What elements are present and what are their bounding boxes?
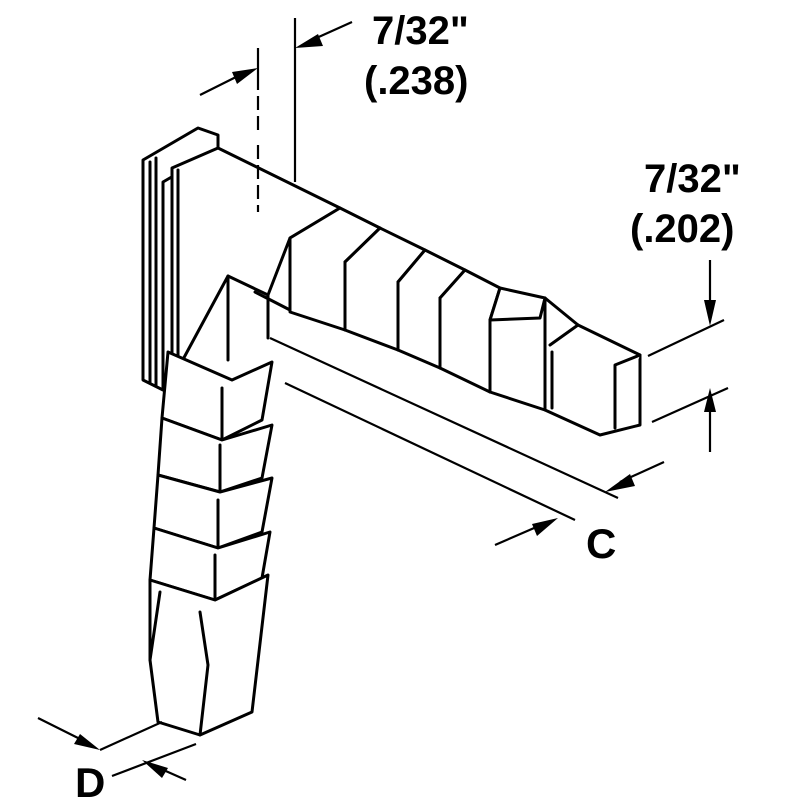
top-dimension-lines <box>199 18 353 212</box>
right-decimal-label: (.202) <box>630 207 735 251</box>
horizontal-ribbed-leg <box>288 206 642 437</box>
vertical-ribbed-leg <box>148 350 274 737</box>
c-dimension-lines <box>269 337 665 547</box>
dimension-lines <box>37 18 729 782</box>
right-fraction-label: 7/32" <box>644 157 741 201</box>
length-c-label: C <box>586 520 616 567</box>
right-dimension-lines <box>647 260 729 452</box>
diameter-d-label: D <box>75 759 105 800</box>
top-fraction-label: 7/32" <box>372 9 469 53</box>
anchor-part <box>141 126 642 737</box>
d-dimension-lines <box>37 717 197 782</box>
dimension-labels: 7/32" (.238) 7/32" (.202) C D <box>75 9 741 800</box>
top-decimal-label: (.238) <box>364 59 469 103</box>
